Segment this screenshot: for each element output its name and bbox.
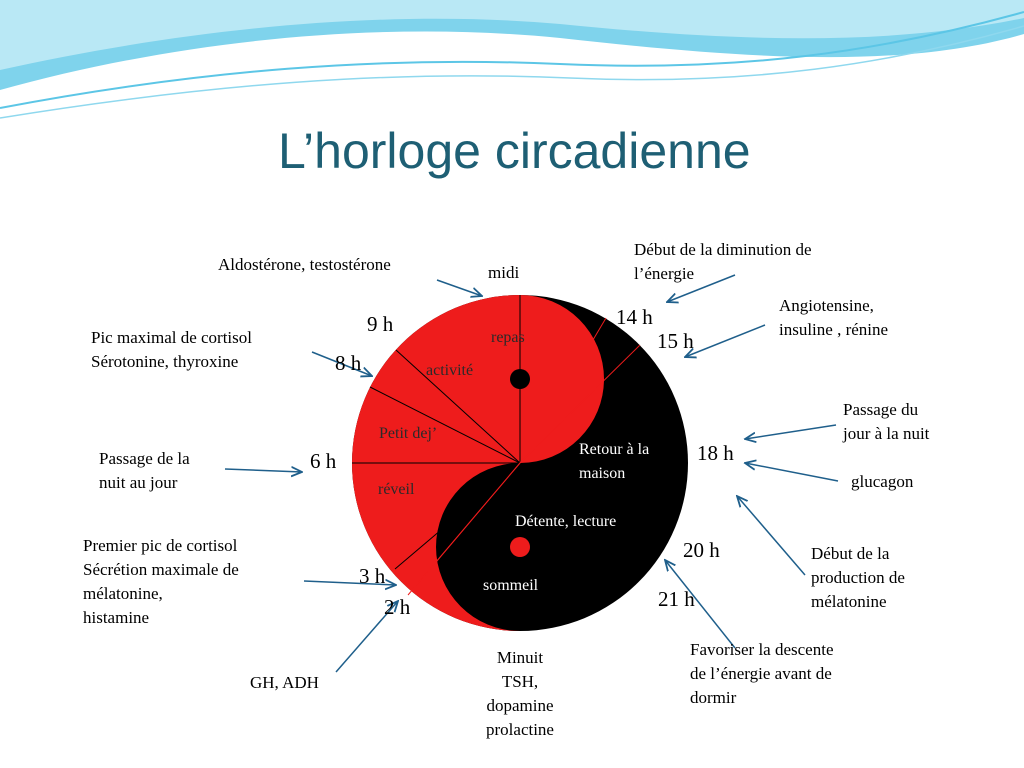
annotation-aldosterone: Aldostérone, testostérone [218,255,391,274]
annotation-debut-diminution-line1: Début de la diminution de [634,240,812,259]
segment-petit-dej: Petit dej’ [379,425,438,442]
red-dot [510,537,530,557]
annotation-angiotensine-line1: Angiotensine, [779,296,874,315]
annotation-passage-jour-line1: Passage du [843,400,919,419]
hour-9: 9 h [367,312,394,336]
segment-detente: Détente, lecture [515,513,617,530]
header-waves [0,0,1024,119]
annotation-premier-pic-line4: histamine [83,608,150,627]
annotation-minuit-line1: Minuit [496,648,544,667]
segment-repas: repas [491,329,525,346]
annotation-premier-pic-line3: mélatonine, [83,584,163,603]
annotation-passage-nuit-line1: Passage de la [99,449,190,468]
segment-activite: activité [426,362,474,379]
segment-retour-line2: maison [579,465,626,482]
annotation-pic-cortisol-line1: Pic maximal de cortisol [91,328,252,347]
annotation-passage-jour-line2: jour à la nuit [843,424,930,443]
hour-18: 18 h [697,441,734,465]
annotation-debut-production-line3: mélatonine [811,592,887,611]
annotation-minuit-line4: prolactine [486,720,554,739]
hour-21: 21 h [658,587,695,611]
annotation-premier-pic-line2: Sécrétion maximale de [83,560,239,579]
segment-sommeil: sommeil [483,577,539,594]
annotation-minuit-line3: dopamine [486,696,554,715]
hour-15: 15 h [657,329,694,353]
hour-3: 3 h [359,564,386,588]
annotation-arrows [224,274,839,673]
hour-20: 20 h [683,538,720,562]
hour-6: 6 h [310,449,337,473]
hour-14: 14 h [616,305,653,329]
annotation-premier-pic-line1: Premier pic de cortisol [83,536,238,555]
segment-reveil: réveil [378,481,415,498]
annotation-debut-diminution-line2: l’énergie [634,264,695,283]
slide-title: L’horloge circadienne [278,123,751,179]
hour-2: 2 h [384,595,411,619]
annotation-angiotensine-line2: insuline , rénine [779,320,889,339]
annotation-favoriser-line1: Favoriser la descente [690,640,834,659]
annotation-midi: midi [488,263,520,282]
hour-8: 8 h [335,351,362,375]
annotation-minuit-line2: TSH, [501,672,539,691]
annotation-debut-production-line1: Début de la [811,544,890,563]
yin-yang-clock [352,295,688,631]
black-dot [510,369,530,389]
annotation-glucagon: glucagon [851,472,914,491]
annotation-favoriser-line3: dormir [690,688,737,707]
annotation-favoriser-line2: de l’énergie avant de [690,664,832,683]
annotation-gh-adh: GH, ADH [250,673,319,692]
annotation-debut-production-line2: production de [811,568,905,587]
annotation-pic-cortisol-line2: Sérotonine, thyroxine [91,352,239,371]
segment-retour-line1: Retour à la [579,441,650,458]
annotation-passage-nuit-line2: nuit au jour [99,473,178,492]
